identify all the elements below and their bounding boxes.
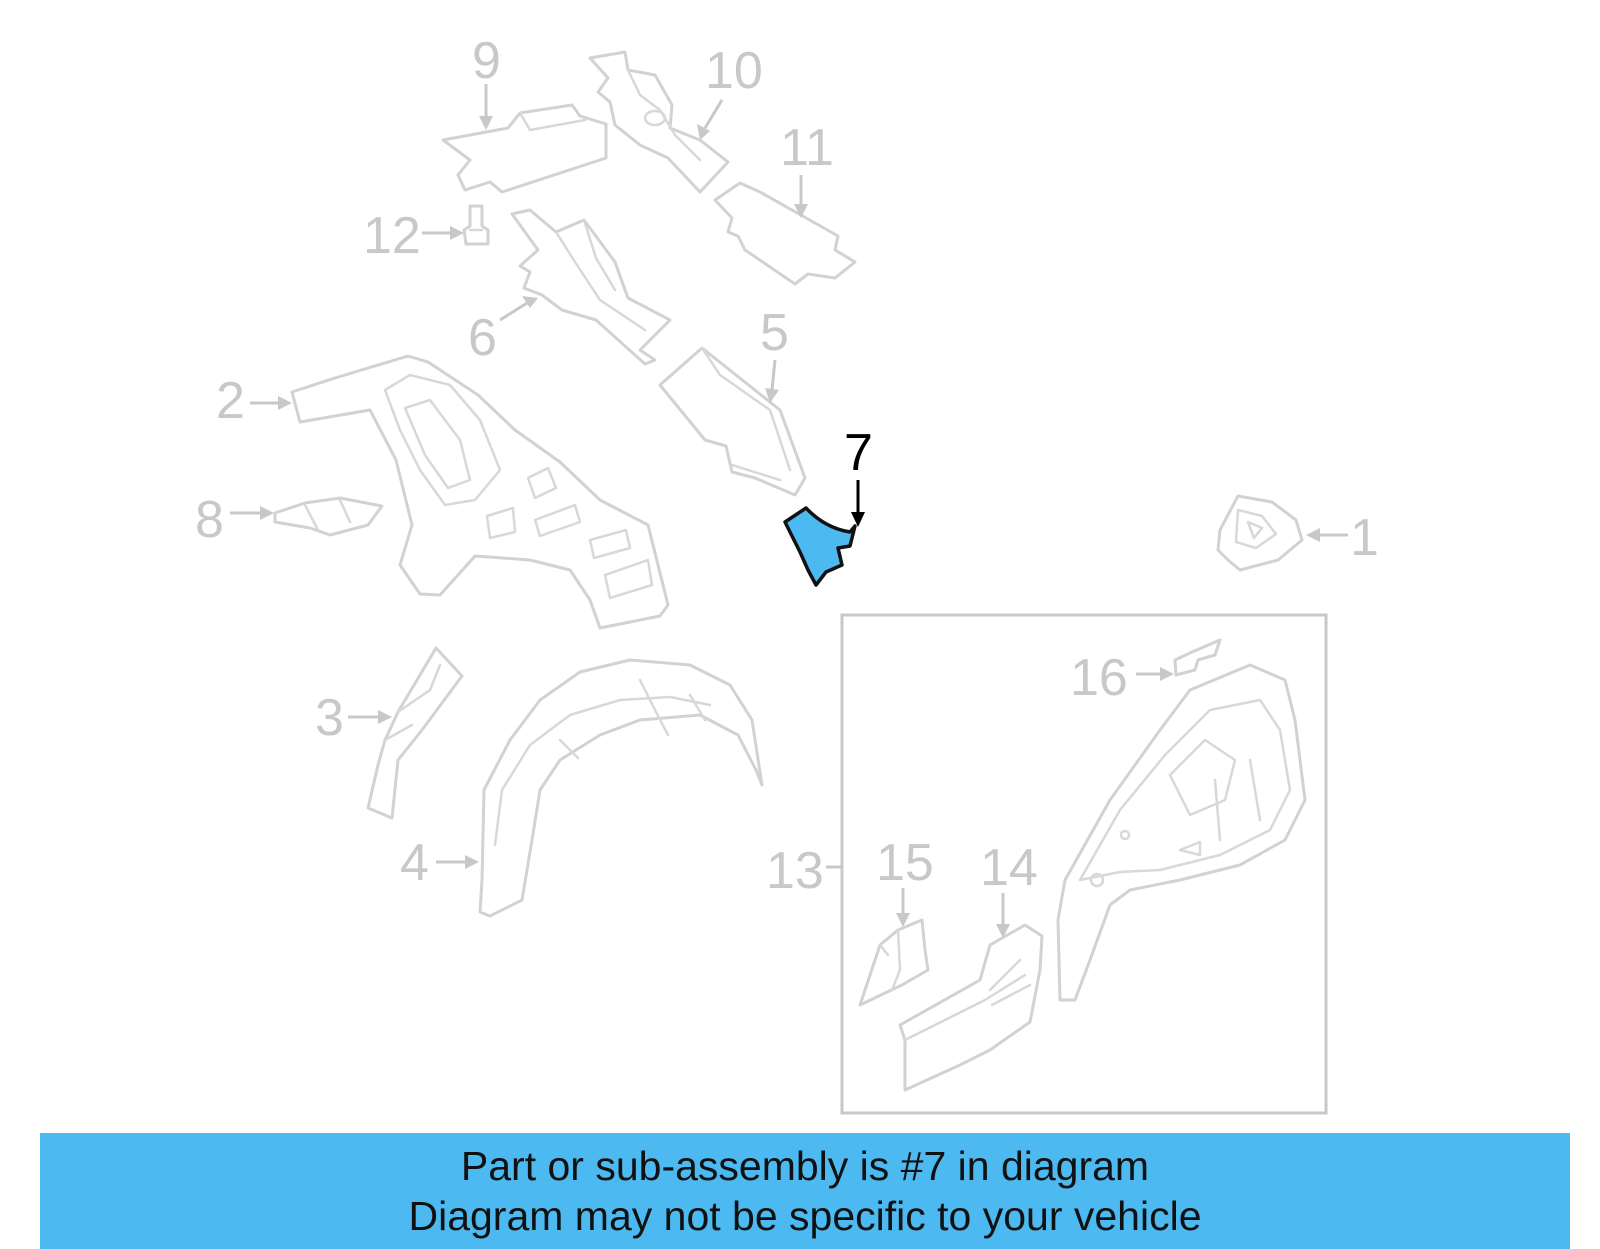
part-9 — [441, 103, 608, 194]
callout-label-10: 10 — [705, 42, 763, 100]
callout-16: 16 — [1070, 649, 1174, 707]
callout-10: 10 — [697, 42, 763, 140]
callout-label-9: 9 — [472, 32, 501, 90]
notice-line-part: Part or sub-assembly is #7 in diagram — [460, 1143, 1150, 1189]
part-10 — [588, 50, 730, 194]
callout-label-15: 15 — [876, 834, 934, 892]
callout-label-2: 2 — [216, 372, 245, 430]
callout-label-3: 3 — [315, 689, 344, 747]
notice-line-disclaimer: Diagram may not be specific to your vehi… — [408, 1193, 1202, 1239]
callout-label-11: 11 — [780, 119, 834, 177]
part-14 — [898, 923, 1044, 1092]
callout-label-8: 8 — [195, 491, 224, 549]
callout-label-1: 1 — [1350, 509, 1379, 567]
part-11 — [713, 181, 857, 286]
group-13-box — [840, 613, 1328, 1115]
callout-1: 1 — [1306, 509, 1379, 567]
part-1 — [1216, 494, 1304, 572]
part-4 — [478, 658, 764, 918]
part-12 — [462, 204, 490, 246]
part-7 — [783, 506, 857, 587]
callout-14: 14 — [980, 839, 1038, 938]
callout-label-6: 6 — [468, 309, 497, 367]
callout-label-7: 7 — [844, 424, 873, 482]
callout-label-14: 14 — [980, 839, 1038, 897]
callout-12: 12 — [363, 207, 464, 265]
part-8 — [273, 496, 384, 537]
callout-13: 13 — [766, 842, 842, 900]
callout-15: 15 — [876, 834, 934, 927]
notice-banner: Part or sub-assembly is #7 in diagram Di… — [40, 1133, 1570, 1249]
callout-5: 5 — [760, 304, 789, 403]
callout-2: 2 — [216, 372, 292, 430]
part-6 — [510, 208, 672, 366]
part-2 — [290, 354, 670, 630]
callout-11: 11 — [780, 119, 834, 218]
part-13-assembly — [1056, 663, 1307, 1002]
callout-8: 8 — [195, 491, 274, 549]
part-5 — [658, 346, 807, 497]
callout-label-16: 16 — [1070, 649, 1128, 707]
callout-label-4: 4 — [400, 834, 429, 892]
callout-label-5: 5 — [760, 304, 789, 362]
part-16 — [1173, 638, 1222, 677]
callout-7: 7 — [844, 424, 873, 527]
callout-label-13: 13 — [766, 842, 824, 900]
callout-3: 3 — [315, 689, 392, 747]
part-3 — [366, 646, 464, 820]
callout-6: 6 — [468, 296, 538, 367]
callout-9: 9 — [472, 32, 501, 130]
callout-label-12: 12 — [363, 207, 421, 265]
part-15 — [858, 918, 930, 1007]
callout-4: 4 — [400, 834, 479, 892]
